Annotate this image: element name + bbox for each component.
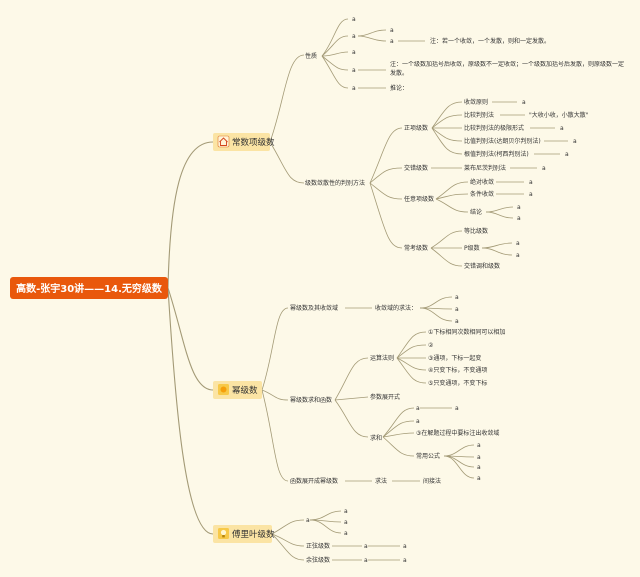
formula-1: a [477,442,481,449]
positive-item-2-value: "大收小收，小散大散" [529,111,589,119]
positive-item-5-value: a [565,151,569,158]
property-a2: a [352,33,356,40]
root-title: 高数-张宇30讲——14.无穷级数 [16,282,163,295]
conditional-convergence-value: a [529,191,533,198]
branch-constant-title: 常数项级数 [232,137,275,148]
property-a2-sub1: a [390,27,394,34]
indirect-method: 间接法 [423,477,441,485]
sine-series-value-1: a [364,543,368,550]
property-a4-note: 注：一个级数加括号后收敛，原级数不一定收敛；一个级数加括号后发散，则原级数一定发… [390,61,625,77]
house-icon [217,135,230,148]
cosine-series-value-1: a [364,557,368,564]
conditional-convergence: 条件收敛 [470,190,494,198]
power-expansion-label[interactable]: 函数展开成幂级数 [290,477,338,485]
rule-2: ② [428,342,434,349]
common-series-label[interactable]: 常考级数 [404,244,428,252]
fourier-a-value-3: a [344,530,348,537]
leibniz-test: 莱布尼茨判别法 [464,164,506,172]
property-a2-sub2: a [390,38,394,45]
summation-r2: a [416,418,420,425]
fourier-group: a a a a 正弦级数 a a 余弦级数 a a [306,508,407,564]
positive-item-1-value: a [522,99,526,106]
properties-group: 性质 a a a a 注：若一个收敛，一个发散，则和一定发散。 a a 注：一个… [305,16,625,92]
summation-label[interactable]: 求和 [370,434,382,442]
conclusion-label: 结论 [470,208,482,216]
geometric-series: 等比级数 [464,227,488,235]
power-domain-label[interactable]: 幂级数及其收敛域 [290,304,338,312]
domain-method: 收敛域的求法： [375,304,417,312]
branch-fourier-title: 傅里叶级数 [232,529,275,540]
p-series-value-2: a [516,252,520,259]
property-a1: a [352,16,356,23]
sine-series-value-2: a [403,543,407,550]
property-a5: a [352,85,356,92]
fourier-a: a [306,517,310,524]
conclusion-value-1: a [517,204,521,211]
branch-constant[interactable]: 常数项级数 [213,133,275,151]
sine-series-label[interactable]: 正弦级数 [306,542,330,550]
common-formulas-label[interactable]: 常用公式 [416,452,440,460]
property-a5-note: 推论： [390,84,408,92]
parametric-expansion: 参数展开式 [370,393,400,401]
lightbulb-icon [218,528,229,539]
arbitrary-series-label[interactable]: 任意项级数 [404,195,434,203]
expansion-method: 求法 [375,477,387,485]
domain-value-1: a [455,294,459,301]
summation-r1-value: a [455,405,459,412]
domain-value-3: a [455,318,459,325]
rule-4: ④只变下标，不变通项 [428,366,487,374]
rule-3: ③通项，下标一起变 [428,354,481,362]
formula-2: a [477,454,481,461]
p-series: P级数 [464,244,480,252]
summation-r3: ③在解题过程中要标注出收敛域 [416,429,499,437]
positive-item-4: 比值判别法(达朗贝尔判别法) [464,137,541,145]
leibniz-test-value: a [542,165,546,172]
property-a2-note: 注：若一个收敛，一个发散，则和一定发散。 [430,37,550,45]
formula-4: a [477,475,481,482]
positive-series-label[interactable]: 正项级数 [404,124,428,132]
power-sum-label[interactable]: 幂级数求和函数 [290,396,332,404]
absolute-convergence: 绝对收敛 [470,178,494,186]
power-group: 幂级数及其收敛域 收敛域的求法： a a a 幂级数求和函数 运算法则 ①下标相… [290,294,505,485]
fourier-a-value-2: a [344,519,348,526]
conclusion-value-2: a [517,215,521,222]
alternating-harmonic-series: 交错调和级数 [464,262,500,270]
convergence-label[interactable]: 级数敛散性的判别方法 [305,179,365,187]
formula-3: a [477,464,481,471]
fourier-a-value-1: a [344,508,348,515]
convergence-group: 级数敛散性的判别方法 正项级数 收敛原则 a 比较判别法 "大收小收，小散大散"… [305,98,589,270]
p-series-value-1: a [516,240,520,247]
sun-icon [218,384,229,395]
positive-item-3: 比较判别法的极限形式 [464,124,524,132]
branch-power-title: 幂级数 [232,385,258,396]
branch-fourier[interactable]: 傅里叶级数 [213,525,275,543]
cosine-series-value-2: a [403,557,407,564]
positive-item-1: 收敛原则 [464,98,488,106]
positive-item-5: 根值判别法(柯西判别法) [464,150,529,158]
branch-power[interactable]: 幂级数 [213,381,262,399]
cosine-series-label[interactable]: 余弦级数 [306,556,330,564]
alternating-series-label[interactable]: 交错级数 [404,164,428,172]
positive-item-2: 比较判别法 [464,111,494,119]
operation-rules-label[interactable]: 运算法则 [370,354,394,362]
root-node[interactable]: 高数-张宇30讲——14.无穷级数 [10,277,168,299]
summation-r1: a [416,405,420,412]
property-a4: a [352,67,356,74]
connectors [167,18,568,561]
property-a3: a [352,49,356,56]
positive-item-4-value: a [573,138,577,145]
positive-item-3-value: a [560,125,564,132]
properties-label[interactable]: 性质 [305,52,317,60]
domain-value-2: a [455,306,459,313]
absolute-convergence-value: a [529,179,533,186]
rule-5: ⑤只变通项，不变下标 [428,379,487,387]
rule-1: ①下标相同次数相同可以相加 [428,328,505,336]
